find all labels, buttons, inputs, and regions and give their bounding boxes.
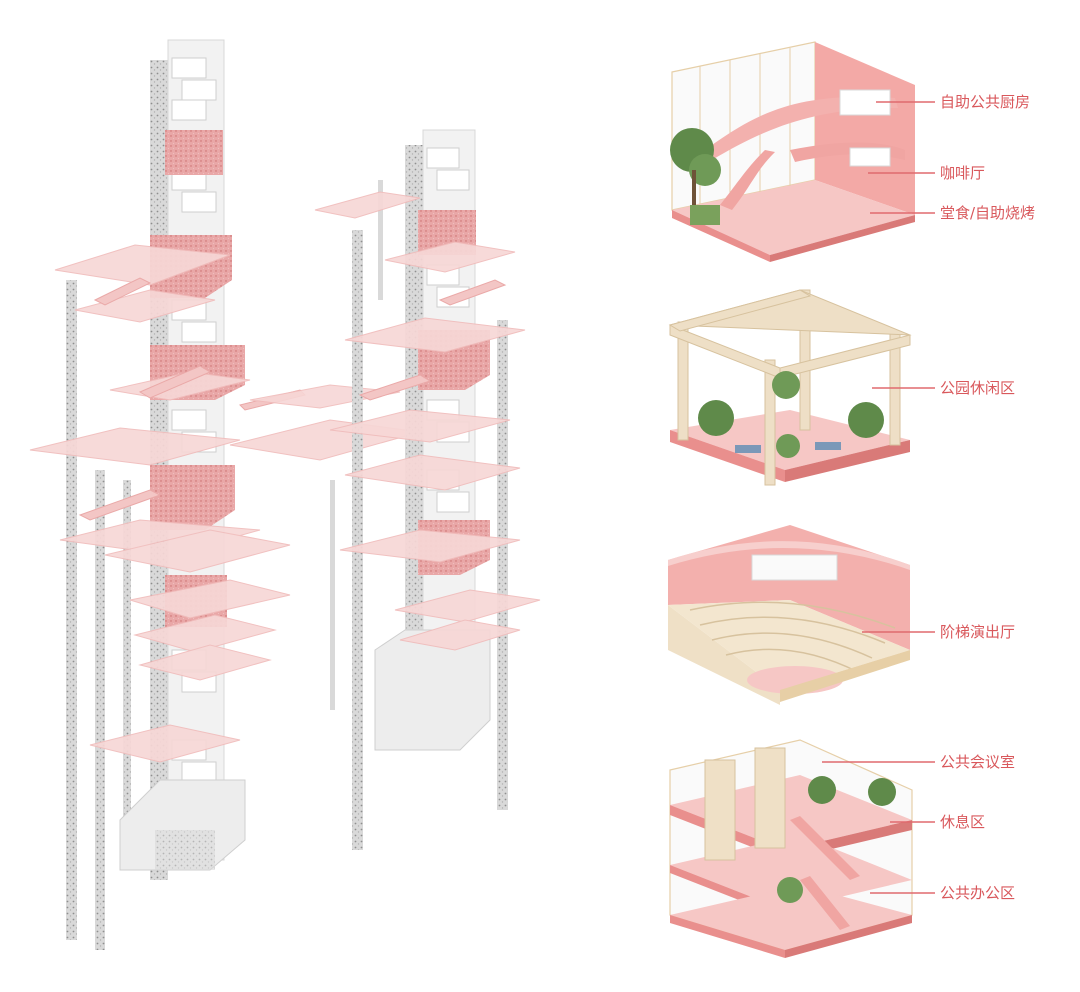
panel-office (669, 739, 913, 958)
left-tower-column-2 (95, 470, 105, 950)
label-theater: 阶梯演出厅 (940, 623, 1016, 641)
panel-park (668, 289, 912, 486)
panel-kitchen-cafe (670, 41, 915, 262)
panel-theater (668, 525, 910, 705)
label-lounge: 休息区 (940, 813, 986, 831)
right-tower (314, 129, 541, 850)
tree-icon (777, 776, 896, 903)
label-kitchen: 自助公共厨房 (940, 93, 1031, 111)
right-tower-base (374, 629, 491, 751)
label-park: 公园休闲区 (940, 379, 1016, 397)
tree-icon (698, 371, 884, 458)
label-meeting: 公共会议室 (940, 753, 1016, 771)
right-tower-column-1 (352, 230, 363, 850)
tree-icon (670, 128, 721, 210)
right-tower-column-2 (497, 320, 508, 810)
label-canteen: 堂食/自助烧烤 (940, 204, 1036, 222)
left-tower-column-1 (66, 280, 77, 940)
label-cafe: 咖啡厅 (940, 164, 986, 182)
left-tower-floor-plates (29, 244, 291, 763)
left-tower-column-3 (123, 480, 131, 850)
label-office: 公共办公区 (940, 884, 1016, 902)
right-tower-floor-plates (314, 191, 541, 651)
leader-lines (822, 101, 935, 894)
